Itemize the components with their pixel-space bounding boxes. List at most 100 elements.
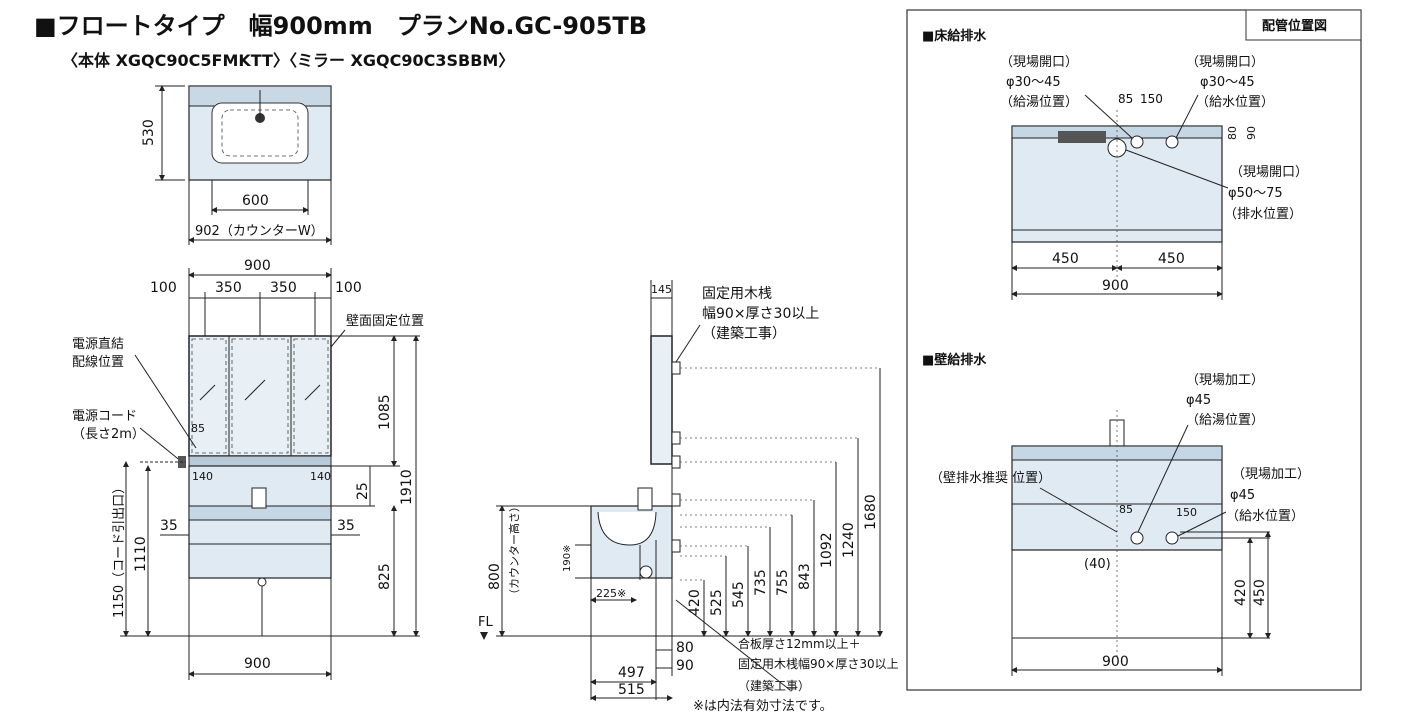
dim-35-right: 35 xyxy=(337,518,355,534)
faucet-front-icon xyxy=(251,487,267,509)
dim-525: 525 xyxy=(709,589,725,616)
dim-225: 225※ xyxy=(596,587,626,600)
dim-1092: 1092 xyxy=(819,532,835,568)
vanity-unit xyxy=(188,465,332,579)
dim-420: 420 xyxy=(687,589,703,616)
page-subtitle: 〈本体 XGQC90C5FMKTT〉〈ミラー XGQC90C3SBBM〉 xyxy=(62,51,514,70)
dim-1680: 1680 xyxy=(863,494,879,530)
floor-hot-1: （現場開口） xyxy=(1000,55,1078,70)
dim-755: 755 xyxy=(775,569,791,596)
label-fl: FL xyxy=(478,615,493,630)
dim-25: 25 xyxy=(355,482,371,500)
wall-cold-hole xyxy=(1165,531,1179,545)
dim-1150: 1150（コード引出口） xyxy=(112,481,127,618)
dim-140-left: 140 xyxy=(192,470,213,483)
floor-cold-hole xyxy=(1165,135,1179,149)
floor-dim-150: 150 xyxy=(1140,92,1163,106)
wall-faucet-icon xyxy=(1109,419,1125,447)
dim-100-left: 100 xyxy=(150,280,177,296)
label-ply-2: 固定用木桟幅90×厚さ30以上 xyxy=(738,656,899,671)
wall-hot-1: （現場加工） xyxy=(1186,373,1264,388)
dim-530: 530 xyxy=(141,119,157,146)
dim-843: 843 xyxy=(797,563,813,590)
floor-cold-1: （現場開口） xyxy=(1186,55,1264,70)
wall-unit xyxy=(1011,445,1223,551)
mirror-cabinet xyxy=(188,335,332,457)
dim-900-bottom: 900 xyxy=(244,656,271,672)
dim-1910: 1910 xyxy=(399,469,415,505)
label-counter-height: （カウンター高さ） xyxy=(507,501,521,600)
wall-title: ■壁給排水 xyxy=(922,352,987,368)
dim-350-a: 350 xyxy=(215,280,242,296)
label-wood-1: 固定用木桟 xyxy=(702,286,772,302)
floor-dim-85: 85 xyxy=(1118,92,1133,106)
floor-cold-2: φ30～45 xyxy=(1200,75,1255,90)
floor-drain-2: φ50～75 xyxy=(1228,186,1283,201)
floor-hot-hole xyxy=(1130,135,1144,149)
faucet-side-icon xyxy=(637,487,653,511)
floor-overflow-icon xyxy=(1058,131,1106,143)
floor-title: ■床給排水 xyxy=(922,28,987,44)
label-ply-1: 合板厚さ12mm以上＋ xyxy=(738,636,861,651)
wall-drain-rec: （壁排水推奨 位置） xyxy=(930,471,1051,486)
floor-drain-3: （排水位置） xyxy=(1224,207,1302,222)
floor-hot-3: （給湯位置） xyxy=(1000,95,1078,110)
label-power-direct-1: 電源直結 xyxy=(72,337,124,352)
wall-dim-85: 85 xyxy=(1119,503,1133,516)
dim-85: 85 xyxy=(191,422,205,435)
wall-hot-3: （給湯位置） xyxy=(1186,413,1264,428)
wall-cold-3: （給水位置） xyxy=(1226,509,1304,524)
floor-dim-80: 80 xyxy=(1226,126,1239,140)
dim-545: 545 xyxy=(731,581,747,608)
wall-hot-hole xyxy=(1130,531,1144,545)
piping-box: 配管位置図 ■床給排水 （現場開口） φ30～45 （給湯位置） （現場開口） … xyxy=(906,9,1362,691)
piping-title: 配管位置図 xyxy=(1262,18,1327,34)
dim-900-top: 900 xyxy=(244,258,271,274)
dim-190: 190※ xyxy=(562,545,573,572)
floor-drain-1: （現場開口） xyxy=(1230,165,1308,180)
piping-frame xyxy=(906,9,1362,691)
mirror-side xyxy=(650,335,673,465)
dim-515: 515 xyxy=(618,682,645,698)
wall-cold-2: φ45 xyxy=(1230,488,1255,503)
label-power-cord-1: 電源コード xyxy=(72,409,137,424)
label-wood-2: 幅90×厚さ30以上 xyxy=(702,306,819,322)
wall-dim-40: (40) xyxy=(1084,557,1111,572)
light-bar xyxy=(188,455,332,467)
wall-dim-150: 150 xyxy=(1176,506,1197,519)
floor-hot-2: φ30～45 xyxy=(1006,75,1061,90)
dim-902: 902（カウンターW） xyxy=(195,224,324,239)
note-inner-dim: ※は内法有効寸法です。 xyxy=(693,698,833,714)
dim-600: 600 xyxy=(242,193,269,209)
dim-80: 80 xyxy=(676,640,694,656)
dim-1110: 1110 xyxy=(133,536,149,572)
label-ply-3: （建築工事） xyxy=(738,678,810,693)
wall-hot-2: φ45 xyxy=(1186,393,1211,408)
wall-450: 450 xyxy=(1252,579,1268,606)
wall-420: 420 xyxy=(1233,579,1249,606)
label-power-cord-2: （長さ2m） xyxy=(72,427,145,442)
floor-cold-3: （給水位置） xyxy=(1196,95,1274,110)
label-wood-3: （建築工事） xyxy=(702,326,786,342)
top-view: 530 600 902（カウンターW） xyxy=(141,85,332,245)
dim-1085: 1085 xyxy=(377,394,393,430)
dim-1240: 1240 xyxy=(841,522,857,558)
page-title: ■フロートタイプ 幅900mm プランNo.GC-905TB xyxy=(34,12,647,40)
label-wall-fix: 壁面固定位置 xyxy=(346,314,424,329)
dim-145: 145 xyxy=(651,283,672,296)
front-view: 900 100 350 350 100 壁面固定位置 電源直結 配線位置 xyxy=(72,258,424,680)
dim-735: 735 xyxy=(753,569,769,596)
dim-497: 497 xyxy=(618,665,645,681)
label-power-direct-2: 配線位置 xyxy=(72,354,124,370)
dim-140-right: 140 xyxy=(310,470,331,483)
dim-90: 90 xyxy=(676,658,694,674)
side-view: 145 固定用木桟 幅90×厚さ30以上 （建築工事） 800 （カウンター高さ… xyxy=(478,280,899,714)
dim-800: 800 xyxy=(487,563,503,590)
floor-900: 900 xyxy=(1102,278,1129,294)
floor-dim-90: 90 xyxy=(1245,126,1258,140)
dim-825: 825 xyxy=(377,563,393,590)
wall-cold-1: （現場加工） xyxy=(1232,467,1310,482)
dim-100-right: 100 xyxy=(335,280,362,296)
dim-350-b: 350 xyxy=(270,280,297,296)
